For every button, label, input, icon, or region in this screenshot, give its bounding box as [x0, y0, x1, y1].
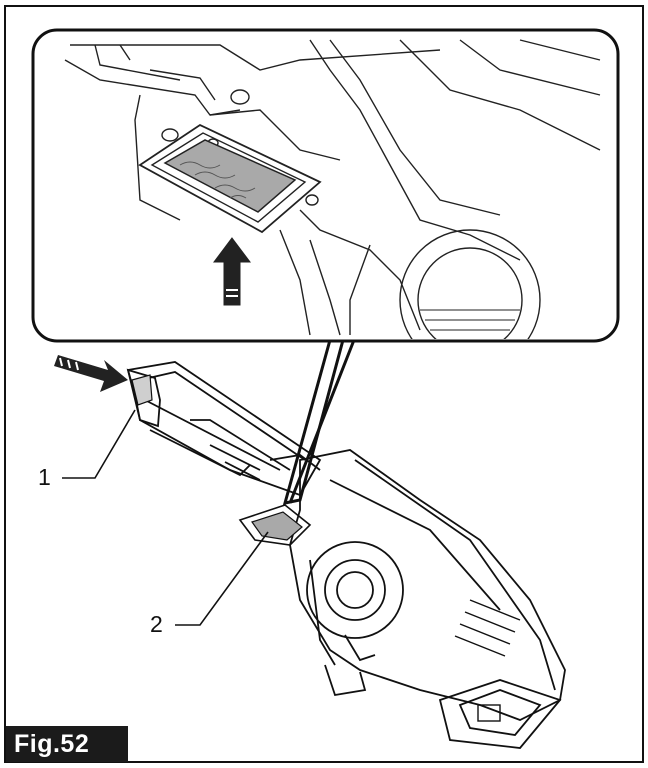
- up-arrow-icon: [213, 237, 251, 306]
- inset-frame: [31, 28, 620, 343]
- leader-line-2: [175, 531, 269, 626]
- leader-line-1: [62, 409, 136, 479]
- filter-pad: [163, 139, 297, 213]
- push-arrow-icon: [54, 355, 128, 392]
- inset-panel: [31, 28, 620, 505]
- tool-body: [126, 361, 566, 749]
- figure-label: Fig.52: [6, 726, 128, 762]
- outer-frame: [4, 5, 644, 763]
- callout-number-2: 2: [150, 611, 163, 637]
- callout-number-1: 1: [38, 464, 51, 490]
- inset-callout-outline: [282, 339, 345, 505]
